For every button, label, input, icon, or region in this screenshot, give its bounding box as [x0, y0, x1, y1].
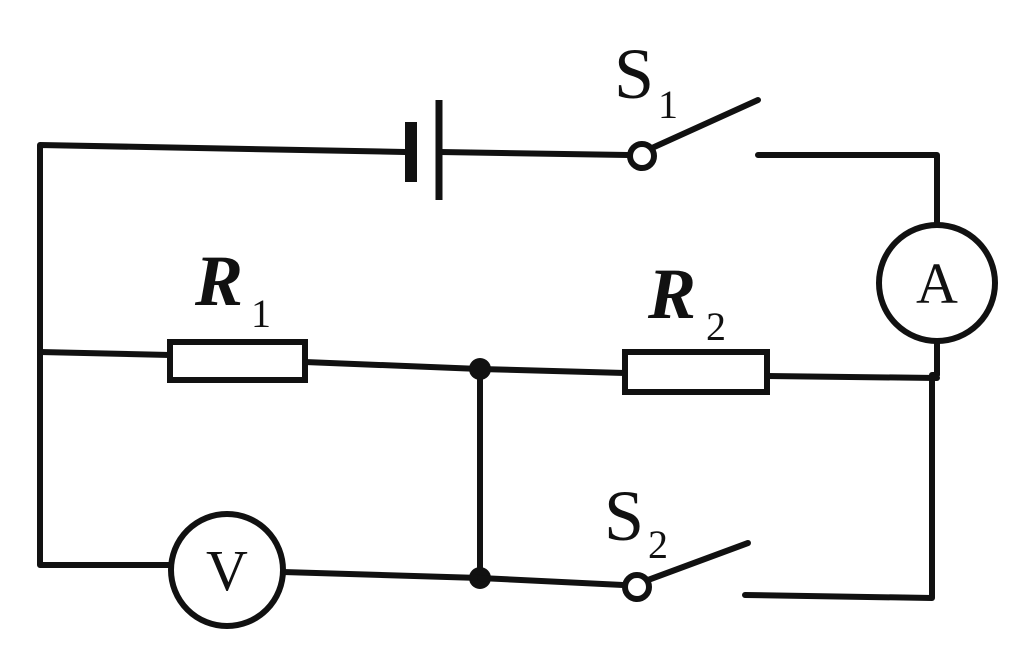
resistor-r1: [167, 339, 308, 383]
label-s2-main: S: [604, 476, 644, 556]
wire-r1-to-junction: [302, 359, 483, 372]
label-r2-main: R: [647, 254, 696, 334]
wire-voltmeter-to-junction: [280, 569, 483, 581]
switch-s2-pivot: [622, 572, 652, 602]
voltmeter-label: V: [206, 538, 248, 603]
wire-r1-left: [37, 349, 173, 358]
wire-junction-to-r2: [477, 366, 628, 376]
junction-top: [469, 358, 491, 380]
label-s2-sub: 2: [648, 522, 668, 567]
label-r2-sub: 2: [706, 304, 726, 349]
wire-s1-to-ammeter: [755, 152, 940, 228]
wire-junction-to-s2: [477, 575, 626, 588]
label-r1-main: R: [194, 241, 243, 321]
wire-top-mid: [437, 149, 631, 158]
wire-r2-right: [764, 373, 940, 381]
resistor-r2: [622, 349, 770, 395]
switch-s1-pivot: [627, 141, 657, 171]
switch-s1-blade: [649, 97, 761, 151]
switch-s2-blade: [645, 540, 751, 583]
ammeter-label: A: [916, 251, 958, 316]
label-s1-sub: 1: [658, 82, 678, 127]
label-r1-sub: 1: [251, 291, 271, 336]
label-s1-main: S: [614, 34, 654, 114]
